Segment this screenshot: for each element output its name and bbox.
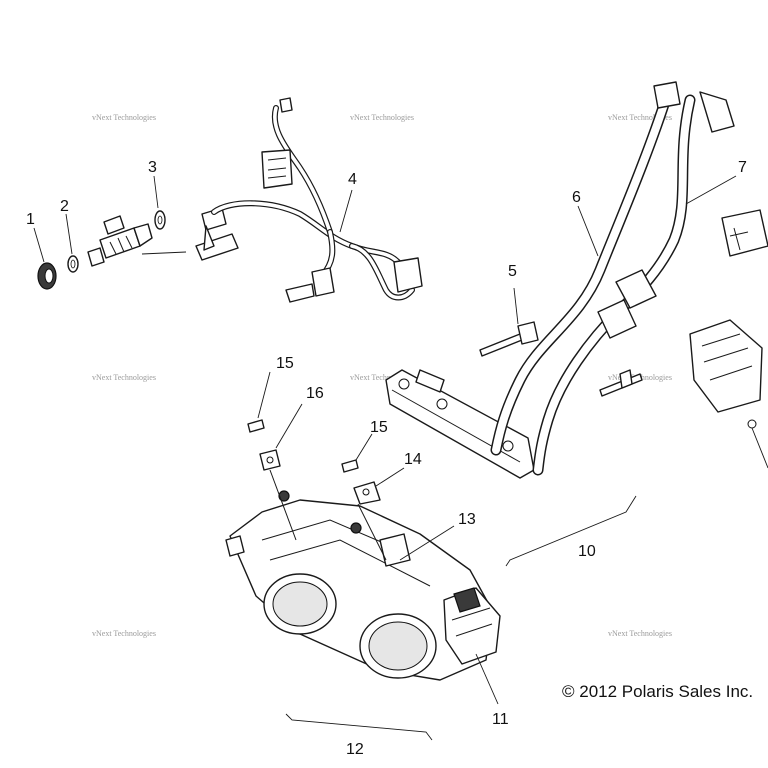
watermark: vNext Technologies xyxy=(92,629,156,638)
callout-7: 7 xyxy=(738,159,747,176)
part-seal xyxy=(37,262,57,290)
callout-15-lower: 15 xyxy=(370,419,388,436)
part-o-ring-lower xyxy=(67,255,79,273)
callout-5: 5 xyxy=(508,263,517,280)
callout-2: 2 xyxy=(60,198,69,215)
part-throttle-sensor xyxy=(443,587,501,705)
callout-1: 1 xyxy=(26,211,35,228)
callout-12: 12 xyxy=(346,741,364,758)
part-bracket xyxy=(721,209,768,257)
callout-4: 4 xyxy=(348,171,357,188)
watermark: vNext Technologies xyxy=(608,629,672,638)
callout-3: 3 xyxy=(148,159,157,176)
part-fuel-injector-installed xyxy=(141,207,239,261)
callout-14: 14 xyxy=(404,451,422,468)
part-fuel-hoses xyxy=(490,81,737,476)
part-clip-14 xyxy=(353,467,405,505)
callout-13: 13 xyxy=(458,511,476,528)
watermark: vNext Technologies xyxy=(92,373,156,382)
part-clip-16 xyxy=(259,403,303,471)
watermark: vNext Technologies xyxy=(350,113,414,122)
callout-labels: 1 2 3 4 5 6 7 10 11 12 13 14 15 15 16 xyxy=(26,159,747,758)
callout-16: 16 xyxy=(306,385,324,402)
part-screw-upper xyxy=(247,371,271,433)
callout-10: 10 xyxy=(578,543,596,560)
copyright-notice: © 2012 Polaris Sales Inc. xyxy=(562,682,753,701)
callout-11: 11 xyxy=(492,711,509,728)
part-screw-lower xyxy=(341,433,373,473)
part-fuel-injector xyxy=(87,215,153,267)
brace-12 xyxy=(285,713,433,741)
watermark: vNext Technologies xyxy=(608,113,672,122)
watermark: vNext Technologies xyxy=(92,113,156,122)
callout-15-upper: 15 xyxy=(276,355,294,372)
part-throttle-body xyxy=(225,469,493,681)
part-wiring-harness xyxy=(211,97,423,303)
watermark: vNext Technologies xyxy=(350,373,414,382)
part-bolt-rail xyxy=(479,287,539,357)
part-sensor-module xyxy=(599,319,768,469)
brace-10 xyxy=(505,495,637,567)
leaders-misc xyxy=(33,175,159,263)
part-o-ring-upper xyxy=(154,210,166,230)
callout-6: 6 xyxy=(572,189,581,206)
